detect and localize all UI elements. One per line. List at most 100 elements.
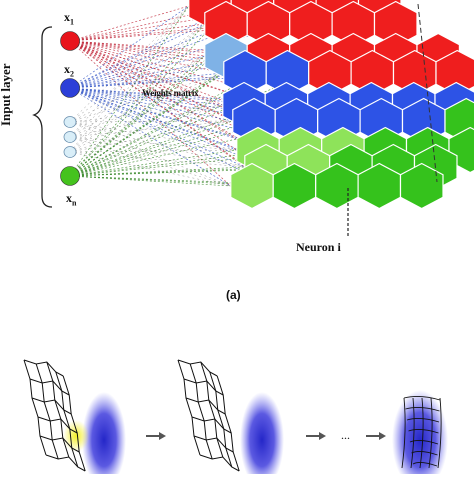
connection-line <box>69 55 205 123</box>
mesh-line <box>428 397 433 469</box>
connection-line <box>69 23 205 138</box>
connection-line <box>69 149 237 177</box>
connection-line <box>69 166 245 177</box>
input-label-xn: xn <box>66 191 77 208</box>
weights-matrix-label: Weights matrix <box>142 88 199 98</box>
connection-line <box>69 5 189 42</box>
connection-line <box>69 5 189 138</box>
connection-line <box>69 175 231 187</box>
input-node-placeholder <box>63 131 77 143</box>
connection-line <box>69 23 205 153</box>
connection-line <box>69 120 233 138</box>
winner-highlight-blob <box>63 420 89 452</box>
input-label-x1: x1 <box>64 10 74 27</box>
mesh-step-final <box>401 395 442 469</box>
input-node-x2 <box>60 78 80 98</box>
connection-line <box>69 40 276 122</box>
connection-line <box>69 72 309 177</box>
connection-line <box>69 23 206 177</box>
som-neuron-hex <box>399 162 444 210</box>
connection-line <box>69 149 280 177</box>
connection-line <box>69 120 233 177</box>
mesh-step-2 <box>177 359 240 472</box>
connection-line <box>69 87 231 187</box>
mesh-line <box>35 363 59 460</box>
connection-line <box>69 149 237 153</box>
connection-line <box>69 5 189 89</box>
mesh-line <box>410 397 415 469</box>
data-distribution-blob <box>240 392 284 479</box>
connection-line <box>69 5 274 89</box>
mesh-line <box>46 361 70 458</box>
mesh-line <box>31 397 72 415</box>
decorations <box>32 3 438 236</box>
input-node-x1 <box>60 31 80 51</box>
connection-line <box>69 72 224 177</box>
connection-line <box>69 23 205 42</box>
mesh-line <box>29 378 70 396</box>
mesh-line <box>412 461 438 467</box>
connection-line <box>69 104 223 177</box>
mesh-line <box>209 371 233 468</box>
connection-line <box>69 40 232 187</box>
connection-line <box>69 72 224 123</box>
mesh-line <box>185 397 226 415</box>
data-distribution-blob <box>392 390 448 479</box>
mesh-line <box>437 397 442 469</box>
mesh-line <box>23 359 64 377</box>
connection-line <box>69 40 290 57</box>
connection-line <box>69 104 308 177</box>
connection-line <box>69 104 223 123</box>
panel-b-sequence <box>23 359 448 479</box>
input-label-x2: x2 <box>64 62 74 79</box>
input-node-placeholder <box>63 116 77 128</box>
connection-line <box>69 120 233 123</box>
connection-line <box>69 5 232 177</box>
neuron-label: Neuron i <box>296 240 341 254</box>
arrow-step-2-head <box>319 432 326 440</box>
right-dashed-line <box>417 3 438 183</box>
mesh-line <box>199 454 240 472</box>
connection-line <box>69 5 190 177</box>
connection-line <box>69 121 231 187</box>
connection-line <box>69 104 223 138</box>
mesh-line <box>45 454 86 472</box>
connection-line <box>69 151 245 168</box>
connection-line <box>69 23 290 177</box>
connection-line <box>69 23 290 42</box>
arrow-step-1-head <box>159 432 166 440</box>
mesh-line <box>55 371 79 468</box>
connection-line <box>69 136 231 187</box>
input-layer-brace <box>32 26 53 208</box>
connection-line <box>69 151 231 187</box>
connection-line <box>69 55 205 89</box>
input-node-xn <box>60 166 80 186</box>
mesh-line <box>419 397 424 469</box>
arrow-step-3-head <box>379 432 386 440</box>
mesh-line <box>403 395 441 401</box>
connection-line <box>69 120 233 153</box>
connection-line <box>69 72 267 89</box>
input-node-placeholder <box>63 146 77 158</box>
connection-line <box>69 87 330 168</box>
connection-line <box>69 72 224 89</box>
mesh-line <box>62 375 86 472</box>
mesh-line <box>177 359 201 456</box>
mesh-line <box>23 359 47 456</box>
connection-line <box>69 40 237 151</box>
data-distribution-blob <box>82 392 126 479</box>
connection-line <box>69 40 224 74</box>
mesh-line <box>177 359 218 377</box>
connection-line <box>69 55 205 138</box>
connection-line <box>69 5 189 153</box>
mesh-line <box>200 361 224 458</box>
mesh-line <box>405 406 440 412</box>
connection-line <box>69 87 322 151</box>
connection-line <box>69 72 224 153</box>
mesh-line <box>191 416 232 434</box>
connection-line <box>69 23 205 89</box>
mesh-step-1 <box>23 359 86 472</box>
mesh-line <box>183 378 224 396</box>
